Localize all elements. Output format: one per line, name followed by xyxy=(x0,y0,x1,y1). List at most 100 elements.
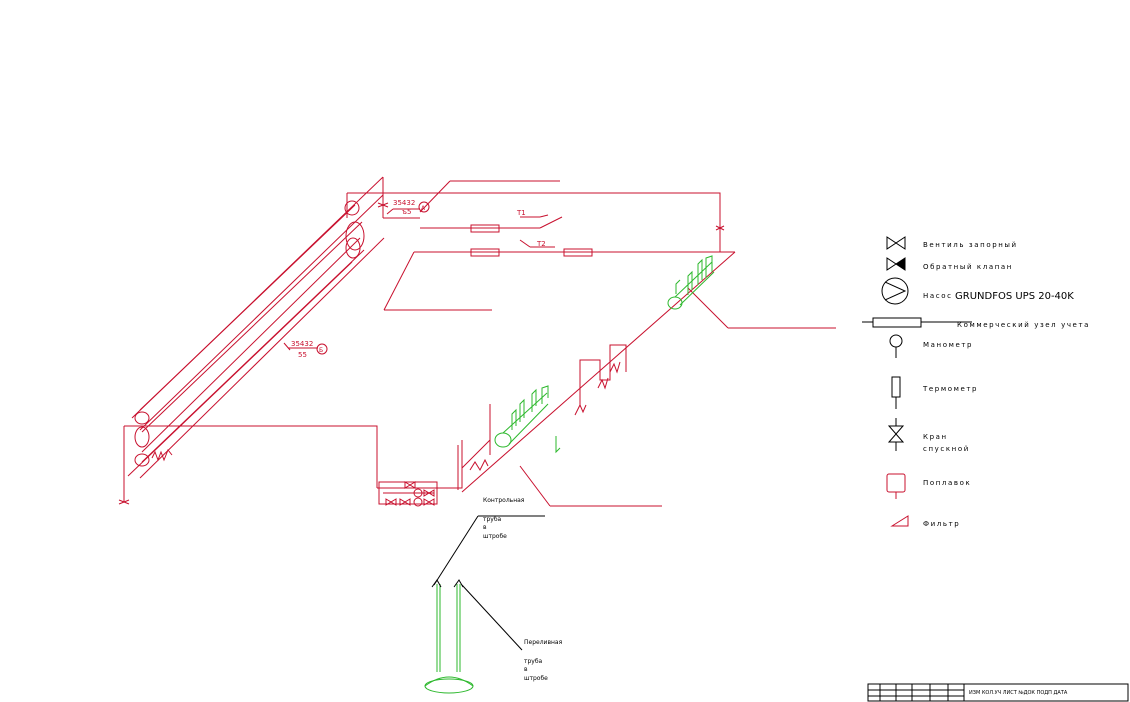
drain-symbol-top xyxy=(887,425,905,435)
fitting-upper-v3 xyxy=(705,255,713,278)
fitting-lower-v1 xyxy=(511,408,517,430)
pipe-manifold-diag xyxy=(461,439,491,469)
legend-filter: Фильтр xyxy=(890,515,959,528)
legend-thermometer-label: Термометр xyxy=(922,385,978,393)
pump-symbol-arrow xyxy=(884,281,907,301)
bend-bottom-2 xyxy=(134,426,150,448)
pipe-cross-f xyxy=(715,225,725,231)
pipe-bottom-left-run xyxy=(124,425,378,488)
legend-manometer-label: Манометр xyxy=(923,341,973,349)
pipe-riser-5 xyxy=(139,237,385,479)
check-valve-symbol-right xyxy=(895,257,906,271)
pipe-supply-t1-up xyxy=(539,216,563,229)
pipe-cross-d xyxy=(377,202,389,208)
legend: Вентиль запорный Обратный клапан Насос G… xyxy=(862,236,1090,528)
riser-b-marker xyxy=(316,343,328,355)
annotation-leaders xyxy=(431,515,545,651)
leader-right-1 xyxy=(687,287,729,329)
legend-float: Поплавок xyxy=(886,473,971,499)
fitting-upper-v0 xyxy=(675,279,681,294)
riser-b-size: 55 xyxy=(298,351,307,359)
pipe-manifold-run xyxy=(377,440,463,489)
control-pipe-line-1: Контрольная xyxy=(483,497,525,504)
legend-pump-model: GRUNDFOS UPS 20-40K xyxy=(955,291,1074,302)
manifold-valve-5b xyxy=(428,498,435,506)
fitting-lower-v3 xyxy=(531,388,537,412)
thermometer-symbol xyxy=(891,376,901,398)
leader-right-2 xyxy=(519,465,551,507)
legend-thermometer: Термометр xyxy=(891,376,978,409)
fitting-lower-line xyxy=(502,392,548,434)
legend-valve-label: Вентиль запорный xyxy=(923,241,1018,249)
legend-drain-cock: Кран спускной xyxy=(887,418,968,453)
pipe-main-diagonal xyxy=(461,251,736,493)
riser-a-size: ъ5 xyxy=(402,208,411,216)
fitting-upper-pump xyxy=(667,296,683,310)
red-labels: 35432 ъ5 А 35432 55 Б Т1 Т2 xyxy=(291,199,546,359)
pipe-notes: Контрольная труба в штробе Переливная тр… xyxy=(483,497,563,682)
legend-drain-cock-label-1: Кран xyxy=(923,433,948,441)
pipe-t1-leader-2 xyxy=(539,214,549,218)
pipe-end-cross-b xyxy=(118,499,130,505)
manifold-valve-2b xyxy=(390,498,397,506)
meter-t1 xyxy=(470,224,500,233)
pipe-offset-mid-2 xyxy=(574,403,587,416)
float-symbol xyxy=(886,473,906,493)
legend-check-valve-label: Обратный клапан xyxy=(923,263,1013,271)
legend-meter: Коммерческий узел учета xyxy=(862,317,1090,329)
legend-meter-label: Коммерческий узел учета xyxy=(957,321,1090,329)
label-t1: Т1 xyxy=(516,209,526,217)
manifold-pump xyxy=(413,488,423,498)
leader-transition-pipe xyxy=(461,584,523,651)
manifold-valve-3 xyxy=(423,489,430,497)
transition-pipe-line-3: в xyxy=(524,666,528,673)
pipe-offset-mid xyxy=(469,458,489,472)
pipe-riser-6 xyxy=(127,261,353,477)
fitting-upper-v1 xyxy=(687,270,693,295)
legend-pump: Насос GRUNDFOS UPS 20-40K xyxy=(881,277,1074,305)
drain-symbol-bottom xyxy=(887,433,905,443)
riser-a-marker xyxy=(418,201,430,213)
pipe-riser-mid xyxy=(579,344,627,405)
fitting-lower-pump xyxy=(494,432,512,448)
fittings xyxy=(424,255,715,694)
manifold-pump-2 xyxy=(413,497,423,507)
manifold-valve-1 xyxy=(404,481,411,489)
title-block-frame xyxy=(867,683,1129,702)
legend-check-valve: Обратный клапан xyxy=(886,257,1013,271)
riser-a-code: 35432 xyxy=(393,199,415,207)
pipe-riser-1 xyxy=(139,204,356,411)
legend-float-label: Поплавок xyxy=(923,479,971,487)
pipe-break-2 xyxy=(453,579,464,588)
legend-valve: Вентиль запорный xyxy=(886,236,1018,250)
label-t2: Т2 xyxy=(536,240,546,248)
control-pipe-line-4: штробе xyxy=(483,533,507,540)
fitting-upper-line-2 xyxy=(679,271,715,306)
manifold-valve-1b xyxy=(409,481,416,489)
transition-pipe-line-1: Переливная xyxy=(524,639,563,646)
riser-b-code: 35432 xyxy=(291,340,313,348)
pipe-offset-mid-4 xyxy=(609,361,621,374)
control-pipe-line-3: в xyxy=(483,524,487,531)
fitting-lower-v4 xyxy=(541,385,549,404)
transition-pipe-line-4: штробе xyxy=(524,675,548,682)
fitting-lower-line-2 xyxy=(508,403,549,445)
pipe-riser-3 xyxy=(141,237,361,453)
meter-t2-b xyxy=(563,248,593,257)
fitting-lower-v2 xyxy=(519,398,525,422)
legend-manometer: Манометр xyxy=(889,334,973,358)
manometer-symbol xyxy=(889,334,903,348)
title-block-caption: ИЗМ КОЛ.УЧ ЛИСТ №ДОК ПОДП ДАТА xyxy=(969,690,1068,696)
filter-symbol xyxy=(890,515,909,527)
leader-a xyxy=(419,180,451,213)
legend-pump-prefix: Насос xyxy=(923,292,953,300)
pipe-offset-mid-3 xyxy=(597,377,609,390)
manifold-valve-4 xyxy=(399,498,406,506)
check-valve-symbol-left xyxy=(886,257,897,271)
riser-a-letter: А xyxy=(421,205,426,212)
riser-b-letter: Б xyxy=(319,347,323,354)
bend-top-2 xyxy=(345,221,365,251)
pipe-riser-2 xyxy=(141,221,363,433)
pipe-break-1 xyxy=(431,579,442,588)
